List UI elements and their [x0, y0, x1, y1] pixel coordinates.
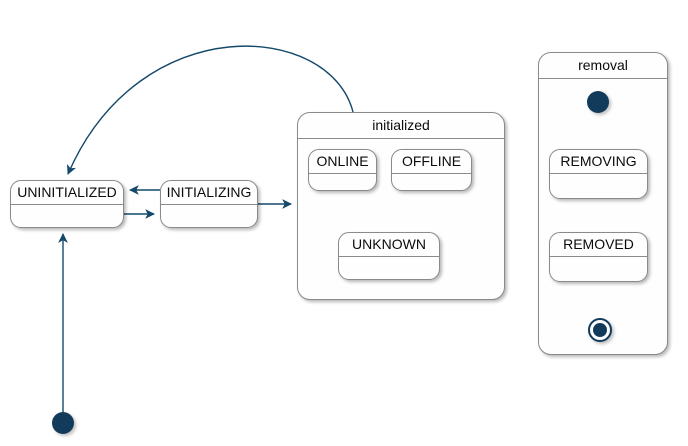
initial-state-node-main[interactable]	[52, 412, 74, 434]
state-label-initializing: INITIALIZING	[161, 181, 257, 205]
state-online[interactable]: ONLINE	[308, 149, 377, 191]
state-unknown[interactable]: UNKNOWN	[338, 232, 440, 280]
composite-title-removal: removal	[539, 53, 667, 79]
state-label-removing: REMOVING	[550, 150, 647, 174]
composite-title-initialized: initialized	[298, 113, 504, 139]
state-label-offline: OFFLINE	[392, 150, 471, 174]
state-label-uninitialized: UNINITIALIZED	[11, 181, 123, 205]
state-offline[interactable]: OFFLINE	[391, 149, 472, 191]
state-body-unknown	[339, 256, 439, 279]
initial-state-node-removal[interactable]	[587, 91, 609, 113]
state-body-online	[309, 173, 376, 190]
state-body-offline	[392, 173, 471, 190]
state-label-online: ONLINE	[309, 150, 376, 174]
state-removing[interactable]: REMOVING	[549, 149, 648, 199]
final-state-node-removal[interactable]	[588, 318, 612, 342]
state-uninitialized[interactable]: UNINITIALIZED	[10, 180, 124, 228]
state-label-unknown: UNKNOWN	[339, 233, 439, 257]
state-label-removed: REMOVED	[550, 233, 647, 257]
final-state-inner-dot	[593, 323, 607, 337]
state-body-initializing	[161, 204, 257, 227]
state-body-uninitialized	[11, 204, 123, 227]
state-initializing[interactable]: INITIALIZING	[160, 180, 258, 228]
state-removed[interactable]: REMOVED	[549, 232, 648, 282]
state-body-removing	[550, 173, 647, 198]
state-body-removed	[550, 256, 647, 281]
